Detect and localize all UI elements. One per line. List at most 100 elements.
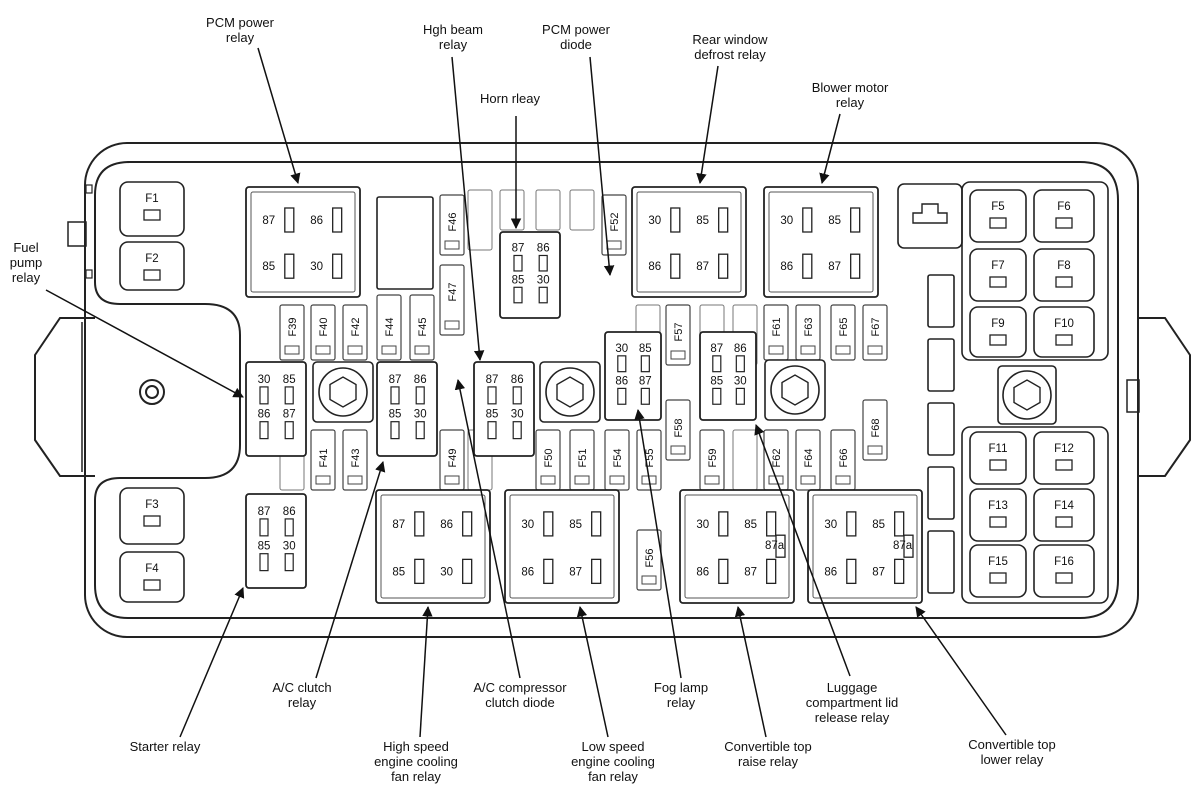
fuse-label-f12: F12 — [1054, 443, 1074, 455]
fuse-f50: F50 — [535, 429, 561, 491]
fuse-label-f68: F68 — [870, 419, 882, 438]
fuse-f47: F47 — [439, 264, 465, 336]
fuse-label-f67: F67 — [870, 318, 882, 337]
fuse-f10: F10 — [1033, 306, 1095, 358]
luggage-lid-relay-pin-30: 30 — [734, 375, 747, 387]
callout-text-convertible-top-lower-relay-1: lower relay — [981, 752, 1044, 767]
fuse-f68: F68 — [862, 399, 888, 461]
fuse-f62: F62 — [763, 429, 789, 491]
fuse-f46: F46 — [439, 194, 465, 256]
pcm-power-relay-pin-85: 85 — [262, 261, 275, 273]
ac-clutch-relay-pin-85: 85 — [389, 409, 402, 421]
convertible-top-lower-relay-pin-87: 87 — [872, 566, 885, 578]
fuse-f5: F5 — [969, 189, 1027, 243]
pcm-power-relay-pin-87: 87 — [262, 215, 275, 227]
ac-clutch-relay-pin-87: 87 — [389, 374, 402, 386]
bolt-terminal — [1002, 370, 1052, 420]
ac-compressor-relay-pin-85: 85 — [486, 409, 499, 421]
fuse-label-f66: F66 — [838, 449, 850, 468]
blower-motor-relay-pin-87: 87 — [828, 261, 841, 273]
convertible-top-raise-relay-pin-87: 87 — [744, 566, 757, 578]
callout-text-ac-clutch-relay-0: A/C clutch — [272, 680, 331, 695]
fuse-label-f57: F57 — [673, 323, 685, 342]
convertible-top-lower-relay-pin-85: 85 — [872, 519, 885, 531]
fuse-f16: F16 — [1033, 544, 1095, 598]
fuse-f6: F6 — [1033, 189, 1095, 243]
fog-lamp-relay-pin-87: 87 — [639, 375, 652, 387]
fuse-label-f7: F7 — [991, 260, 1004, 272]
fuse-label-f3: F3 — [145, 499, 158, 511]
empty-slot — [467, 189, 493, 251]
callout-text-fuel-pump-relay-1: pump — [10, 255, 43, 270]
callout-text-high-speed-fan-relay-2: fan relay — [391, 769, 441, 784]
fog-lamp-relay-pin-30: 30 — [615, 343, 628, 355]
convertible-top-lower-relay-pin-86: 86 — [824, 566, 837, 578]
fuel-pump-relay-pin-87: 87 — [283, 409, 296, 421]
fuse-label-f4: F4 — [145, 563, 159, 575]
fuse-label-f43: F43 — [350, 449, 362, 468]
rear-window-defrost-relay-pin-87: 87 — [696, 261, 709, 273]
fuse-f15: F15 — [969, 544, 1027, 598]
fuse-label-f13: F13 — [988, 500, 1008, 512]
fuel-pump-relay-pin-86: 86 — [258, 409, 271, 421]
fuse-label-f49: F49 — [447, 449, 459, 468]
blower-motor-relay-pin-86: 86 — [780, 261, 793, 273]
ac-compressor-relay-pin-86: 86 — [511, 374, 524, 386]
fuse-f12: F12 — [1033, 431, 1095, 485]
fuse-f11: F11 — [969, 431, 1027, 485]
callout-text-starter-relay-0: Starter relay — [130, 739, 201, 754]
callout-arrow — [454, 378, 521, 679]
callout-arrow — [754, 424, 851, 677]
callout-arrow — [634, 408, 682, 679]
callout-text-convertible-top-lower-relay-0: Convertible top — [968, 737, 1055, 752]
fuse-label-f54: F54 — [612, 449, 624, 468]
fuse-f4: F4 — [119, 551, 185, 603]
callout-arrow — [819, 113, 841, 185]
fuse-label-f61: F61 — [771, 318, 783, 337]
callout-text-blower-motor-relay-1: relay — [836, 95, 865, 110]
callout-text-horn-relay-0: Horn rleay — [480, 91, 540, 106]
callout-text-rear-window-defrost-relay-1: defrost relay — [694, 47, 766, 62]
fuse-label-f52: F52 — [609, 213, 621, 232]
fuse-label-f58: F58 — [673, 419, 685, 438]
fuse-f43: F43 — [342, 429, 368, 491]
convertible-top-raise-relay-pin-85: 85 — [744, 519, 757, 531]
high-speed-fan-relay-pin-87: 87 — [392, 519, 405, 531]
horn-relay-pin-30: 30 — [537, 274, 550, 286]
fuse-label-f45: F45 — [417, 318, 429, 337]
pcm-power-relay-pin-86: 86 — [310, 215, 323, 227]
fuse-f52: F52 — [601, 194, 627, 256]
callout-text-high-speed-fan-relay-1: engine cooling — [374, 754, 458, 769]
callout-text-low-speed-fan-relay-0: Low speed — [582, 739, 645, 754]
fuse-label-f14: F14 — [1054, 500, 1074, 512]
fuse-f65: F65 — [830, 304, 856, 361]
callout-text-convertible-top-raise-relay-0: Convertible top — [724, 739, 811, 754]
fuel-pump-relay-pin-30: 30 — [258, 374, 271, 386]
luggage-lid-relay-pin-85: 85 — [710, 375, 723, 387]
ac-compressor-relay-pin-30: 30 — [511, 409, 524, 421]
rear-window-defrost-relay-pin-86: 86 — [648, 261, 661, 273]
fuse-f49: F49 — [439, 429, 465, 491]
fuse-f59: F59 — [699, 429, 725, 491]
callout-text-blower-motor-relay-0: Blower motor — [812, 80, 889, 95]
blower-motor-relay-pin-85: 85 — [828, 215, 841, 227]
callout-text-fog-lamp-relay-0: Fog lamp — [654, 680, 708, 695]
fuse-box-housing — [34, 142, 1191, 638]
fuse-label-f50: F50 — [543, 449, 555, 468]
fuse-label-f16: F16 — [1054, 556, 1074, 568]
callout-text-high-speed-fan-relay-0: High speed — [383, 739, 449, 754]
